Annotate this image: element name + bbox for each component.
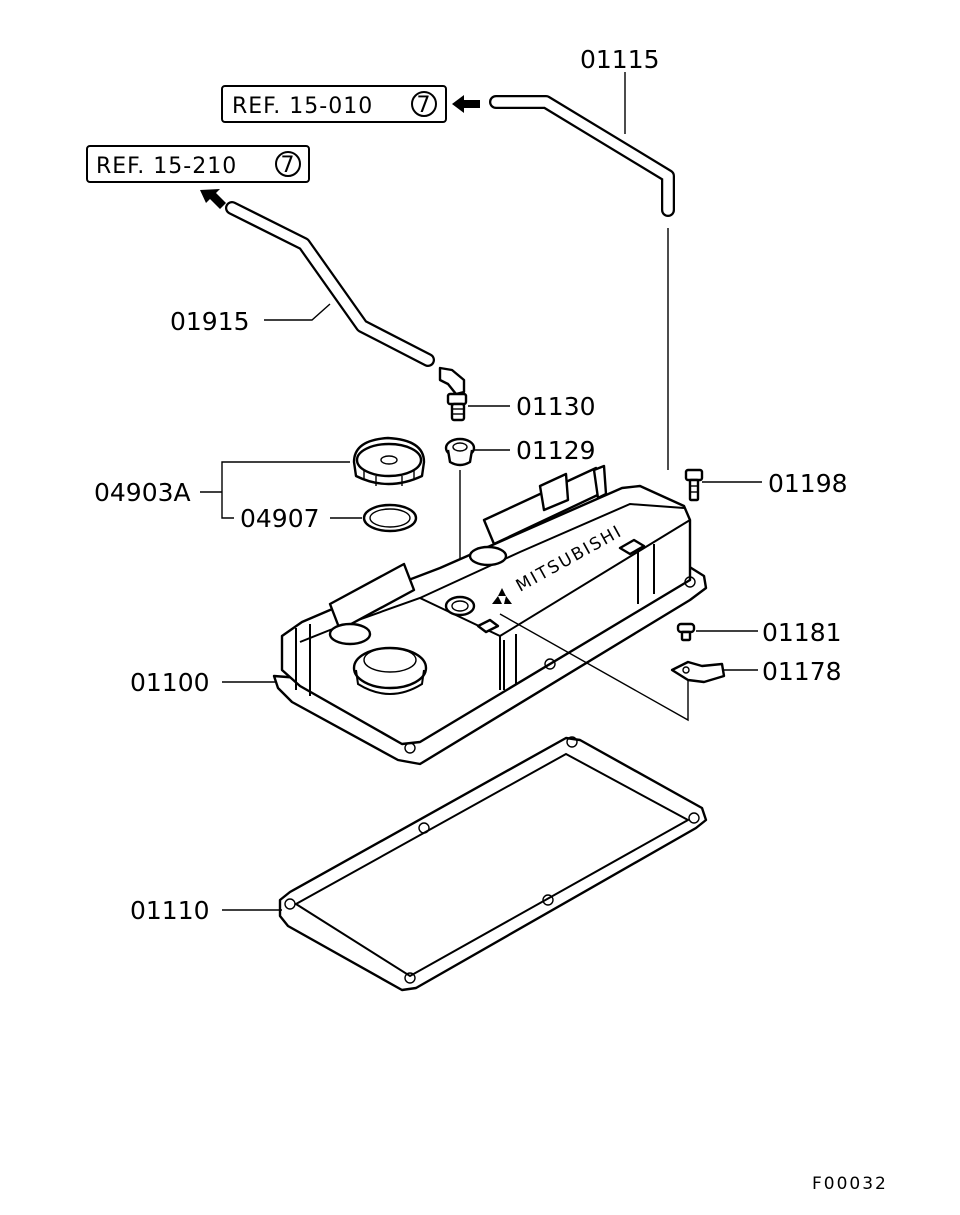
hose-01915[interactable] <box>225 201 435 367</box>
label-04903A: 04903A <box>94 478 191 507</box>
leader-cover-to-clip <box>499 613 689 722</box>
cap-gasket-04907[interactable] <box>362 503 418 533</box>
ref-box-15-010-text: REF. 15-010 <box>232 94 373 119</box>
arrow-up-left-icon <box>200 189 226 209</box>
ref-box-15-010[interactable]: REF. 15-010 7 <box>221 85 447 123</box>
oil-filler-cap-04903A[interactable] <box>352 436 426 486</box>
mitsubishi-logo-icon <box>492 588 512 604</box>
ref-box-15-010-number: 7 <box>417 93 432 118</box>
leader-01915 <box>264 303 331 321</box>
label-01181: 01181 <box>762 618 842 647</box>
pcv-valve-01130[interactable] <box>438 366 468 422</box>
label-01115: 01115 <box>580 45 660 74</box>
label-04907: 04907 <box>240 504 320 533</box>
bolt-01181[interactable] <box>676 622 696 642</box>
label-01178: 01178 <box>762 657 842 686</box>
label-01110: 01110 <box>130 896 210 925</box>
ref-box-15-210-number: 7 <box>281 153 296 178</box>
label-01915: 01915 <box>170 307 250 336</box>
label-01130: 01130 <box>516 392 596 421</box>
grommet-01129[interactable] <box>444 437 476 467</box>
bracket-04903A <box>221 461 350 519</box>
arrow-left-icon <box>452 95 480 113</box>
label-01129: 01129 <box>516 436 596 465</box>
ref-box-15-210-text: REF. 15-210 <box>96 154 237 179</box>
ref-box-15-210[interactable]: REF. 15-210 7 <box>86 145 310 183</box>
label-01100: 01100 <box>130 668 210 697</box>
cylinder-head-cover-01100[interactable]: MITSUBISHI <box>272 464 708 766</box>
label-01198: 01198 <box>768 469 848 498</box>
hose-01115[interactable] <box>489 95 675 217</box>
cover-gasket-01110[interactable] <box>278 736 708 992</box>
figure-code: F00032 <box>812 1174 888 1194</box>
clip-01178[interactable] <box>670 660 726 684</box>
bolt-01198[interactable] <box>684 468 704 502</box>
